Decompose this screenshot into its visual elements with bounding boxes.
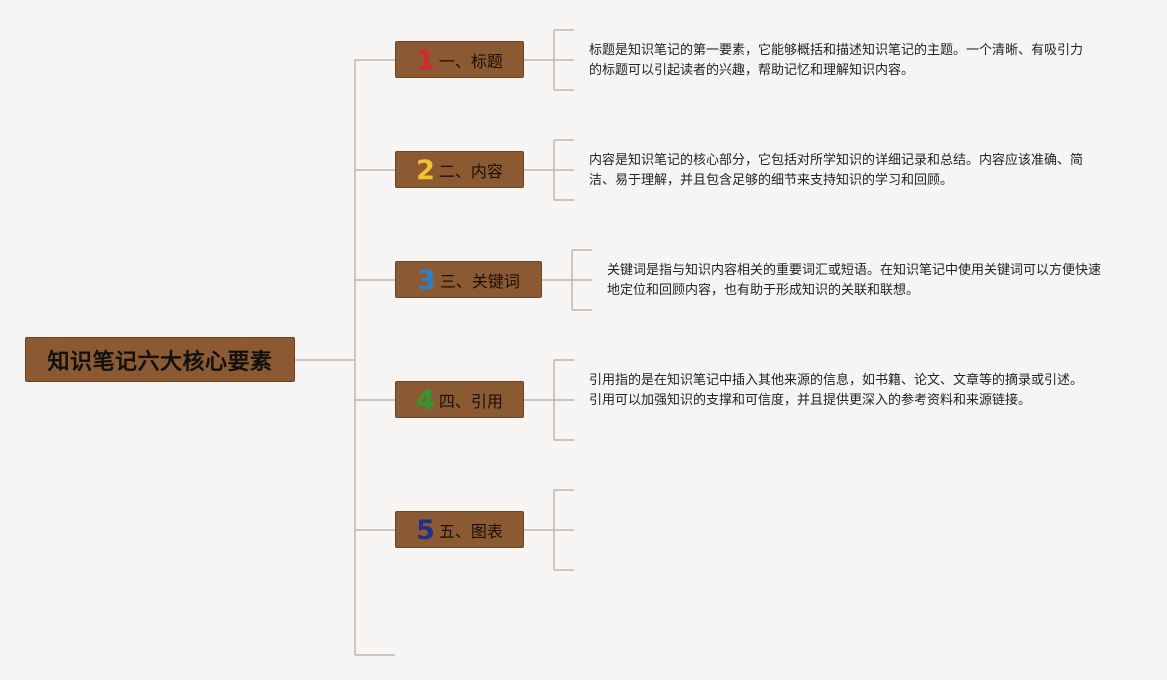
branch-number: 1 — [416, 45, 435, 76]
root-title: 知识笔记六大核心要素 — [47, 349, 273, 375]
branch-node-title[interactable]: 1 一、标题 — [395, 41, 524, 78]
branch-label: 二、内容 — [438, 161, 503, 181]
branch-node-citation[interactable]: 4 四、引用 — [395, 381, 524, 418]
branch-description-citation: 引用指的是在知识笔记中插入其他来源的信息，如书籍、论文、文章等的摘录或引述。引用… — [589, 373, 1084, 408]
branch-number: 4 — [416, 385, 435, 416]
branch-description-content: 内容是知识笔记的核心部分，它包括对所学知识的详细记录和总结。内容应该准确、简洁、… — [589, 153, 1084, 188]
branch-label: 一、标题 — [438, 51, 503, 71]
branch-description-keywords: 关键词是指与知识内容相关的重要词汇或短语。在知识笔记中使用关键词可以方便快速地定… — [607, 263, 1102, 298]
branch-number: 5 — [416, 515, 435, 546]
branch-label: 五、图表 — [438, 521, 503, 541]
branch-description-title: 标题是知识笔记的第一要素，它能够概括和描述知识笔记的主题。一个清晰、有吸引力的标… — [589, 43, 1084, 78]
root-node[interactable]: 知识笔记六大核心要素 — [25, 337, 295, 382]
branch-label: 四、引用 — [438, 391, 503, 411]
branch-number: 3 — [417, 265, 436, 296]
branch-node-chart[interactable]: 5 五、图表 — [395, 511, 524, 548]
branch-node-content[interactable]: 2 二、内容 — [395, 151, 524, 188]
branch-node-keywords[interactable]: 3 三、关键词 — [395, 261, 542, 298]
branch-label: 三、关键词 — [439, 271, 520, 291]
branch-number: 2 — [416, 155, 435, 186]
